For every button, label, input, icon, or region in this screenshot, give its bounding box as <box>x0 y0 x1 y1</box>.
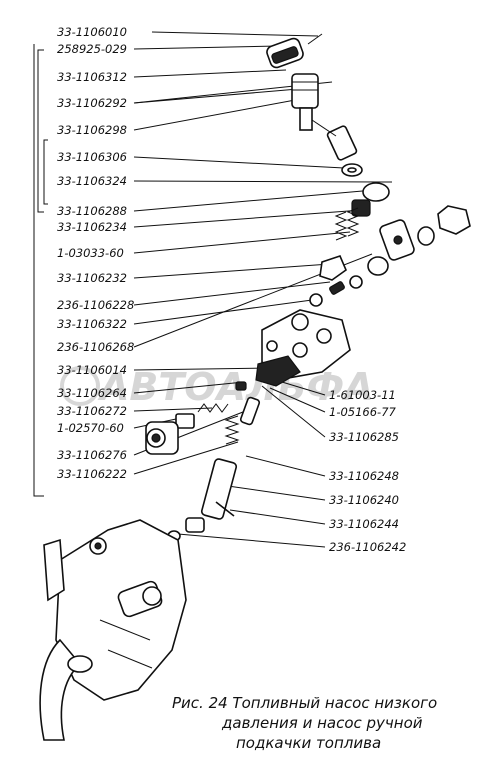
part-label: 33-1106276 <box>57 448 127 462</box>
part-label: 33-1106234 <box>57 220 127 234</box>
part-label: 33-1106264 <box>57 386 127 400</box>
side-fitting-part <box>417 205 471 246</box>
hand-pump-parts <box>167 415 240 542</box>
part-label: 1-02570-60 <box>57 421 124 435</box>
part-label: 33-1106248 <box>329 469 399 483</box>
part-label: 33-1106244 <box>329 517 399 531</box>
part-label: 33-1106222 <box>57 467 127 481</box>
part-labels-right: 1-61003-11 1-05166-77 33-1106285 33-1106… <box>329 388 406 554</box>
part-label: 33-1106232 <box>57 271 127 285</box>
caption-line-2: давления и насос ручной <box>221 714 423 732</box>
plunger-upper-part <box>291 73 358 161</box>
part-label: 33-1106306 <box>57 150 127 164</box>
valve-parts <box>309 255 389 307</box>
spring-upper-part <box>334 207 360 241</box>
part-label: 33-1106285 <box>329 430 399 444</box>
part-label: 236-1106268 <box>57 340 134 354</box>
top-cap-part <box>266 33 323 69</box>
fuel-pump-assembly <box>39 519 187 741</box>
part-label: 33-1106322 <box>57 317 127 331</box>
watermark: АВТОАЛЬФА <box>60 365 374 409</box>
watermark-text: АВТОАЛЬФА <box>97 365 374 409</box>
part-label: 236-1106242 <box>329 540 406 554</box>
exploded-parts <box>39 33 471 741</box>
part-label: 33-1106298 <box>57 123 127 137</box>
part-label: 236-1106228 <box>57 298 134 312</box>
part-label: 33-1106312 <box>57 70 127 84</box>
pump-cap-part <box>145 421 179 455</box>
part-label: 33-1106010 <box>57 25 127 39</box>
part-label: 33-1106272 <box>57 404 127 418</box>
part-label: 1-03033-60 <box>57 246 124 260</box>
part-label: 258925-029 <box>57 42 127 56</box>
gasket-ring-part <box>341 163 363 177</box>
caption-line-3: подкачки топлива <box>236 734 381 752</box>
banjo-bolt-part <box>351 182 415 261</box>
pump-body-part <box>255 309 351 387</box>
part-label: 33-1106240 <box>329 493 399 507</box>
part-label: 33-1106288 <box>57 204 127 218</box>
figure-caption: Рис. 24 Топливный насос низкого давления… <box>172 694 437 752</box>
caption-line-1: Рис. 24 Топливный насос низкого <box>172 694 437 712</box>
part-label: 1-05166-77 <box>329 405 397 419</box>
group-brackets <box>33 44 48 497</box>
part-label: 1-61003-11 <box>329 388 396 402</box>
part-label: 33-1106292 <box>57 96 127 110</box>
check-valve-parts <box>175 381 261 429</box>
part-label: 33-1106014 <box>57 363 127 377</box>
part-labels-left: 33-1106010 258925-029 33-1106312 33-1106… <box>57 25 134 481</box>
part-label: 33-1106324 <box>57 174 127 188</box>
